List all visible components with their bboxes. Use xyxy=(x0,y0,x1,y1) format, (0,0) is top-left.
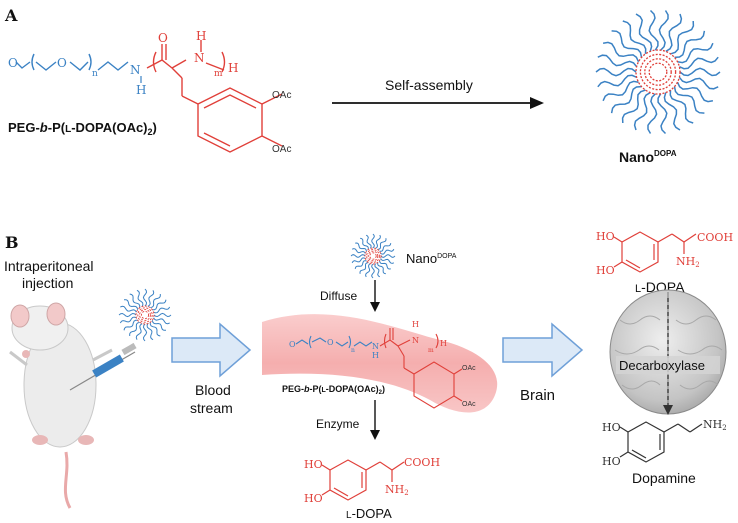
mouse-illustration xyxy=(9,302,113,509)
dopa-block-b xyxy=(379,328,463,409)
brain-label: Brain xyxy=(520,387,555,404)
peg-chain-b xyxy=(295,335,373,349)
injection-label-line2: injection xyxy=(22,275,73,291)
blood-label-line2: stream xyxy=(190,400,233,416)
small-amide-h: H xyxy=(372,351,379,360)
panel-b-label: B xyxy=(5,233,19,252)
syringe-icon xyxy=(69,342,137,391)
blood-label-line1: Blood xyxy=(195,382,231,398)
small-side-h: H xyxy=(412,320,419,329)
peg-n-subscript: n xyxy=(92,69,98,79)
self-assembly-label: Self-assembly xyxy=(385,77,473,93)
oac-top: OAc xyxy=(272,90,291,101)
carbonyl-o: O xyxy=(158,31,168,45)
small-side-n: N xyxy=(412,336,419,345)
ldopa-b-ho2: HO xyxy=(304,492,323,505)
ldopa-structure-bottom xyxy=(321,459,405,501)
peg-o-left: O xyxy=(8,56,18,70)
decarboxylase-label: Decarboxylase xyxy=(619,358,705,373)
ldopa-t-nh2: NH2 xyxy=(676,255,700,269)
small-oac-bottom: OAc xyxy=(462,401,476,408)
ldopa-b-cooh: COOH xyxy=(404,456,440,469)
block-arrow-blood xyxy=(171,322,252,378)
blood-vessel xyxy=(262,314,498,413)
end-h: H xyxy=(228,61,238,75)
peg-chain-a xyxy=(15,53,129,71)
m-subscript: m xyxy=(214,69,223,79)
polymer-name-b: PEG-b-P(L-DOPA(OAc)2) xyxy=(282,384,385,396)
dopamine-nh2: NH2 xyxy=(703,418,727,432)
dopamine-ho1: HO xyxy=(602,421,621,434)
dopa-block-a xyxy=(146,40,283,153)
side-n: N xyxy=(194,51,205,65)
amide-n: N xyxy=(130,63,141,77)
polymer-name-a: PEG-b-P(L-DOPA(OAc)2) xyxy=(8,120,157,137)
side-h-top: H xyxy=(196,29,206,43)
oac-bottom: OAc xyxy=(272,144,291,155)
ldopa-bottom-label: L-DOPA xyxy=(346,506,392,521)
ldopa-t-ho2: HO xyxy=(596,264,615,277)
small-amide-n: N xyxy=(372,342,379,351)
small-n-sub: n xyxy=(351,347,355,354)
ldopa-b-ho1: HO xyxy=(304,458,323,471)
nano-dopa-micelle-large xyxy=(595,9,721,135)
enzyme-label: Enzyme xyxy=(316,417,360,431)
dopamine-ho2: HO xyxy=(602,455,621,468)
small-oac-top: OAc xyxy=(462,365,476,372)
small-o-left: O xyxy=(289,340,296,349)
nano-dopa-label-a: NanoDOPA xyxy=(619,149,677,165)
block-arrow-brain xyxy=(502,322,584,378)
amide-h: H xyxy=(136,83,146,97)
diffuse-label: Diffuse xyxy=(320,289,357,303)
small-end-h: H xyxy=(440,339,447,348)
nano-dopa-label-b: NanoDOPA xyxy=(406,251,457,266)
ldopa-t-cooh: COOH xyxy=(697,231,733,244)
peg-o-mid: O xyxy=(57,56,67,70)
injection-label-line1: Intraperitoneal xyxy=(4,258,94,274)
self-assembly-arrow xyxy=(332,97,544,109)
ldopa-structure-top xyxy=(613,231,697,273)
nano-dopa-micelle-center xyxy=(350,233,396,279)
dopamine-label: Dopamine xyxy=(632,470,696,486)
small-m-sub: m xyxy=(428,347,434,354)
small-o-mid: O xyxy=(327,338,334,347)
nano-dopa-micelle-injection xyxy=(118,288,172,342)
dopamine-structure xyxy=(619,421,703,463)
panel-a-label: A xyxy=(4,6,18,25)
ldopa-b-nh2: NH2 xyxy=(385,483,409,497)
ldopa-t-ho1: HO xyxy=(596,230,615,243)
